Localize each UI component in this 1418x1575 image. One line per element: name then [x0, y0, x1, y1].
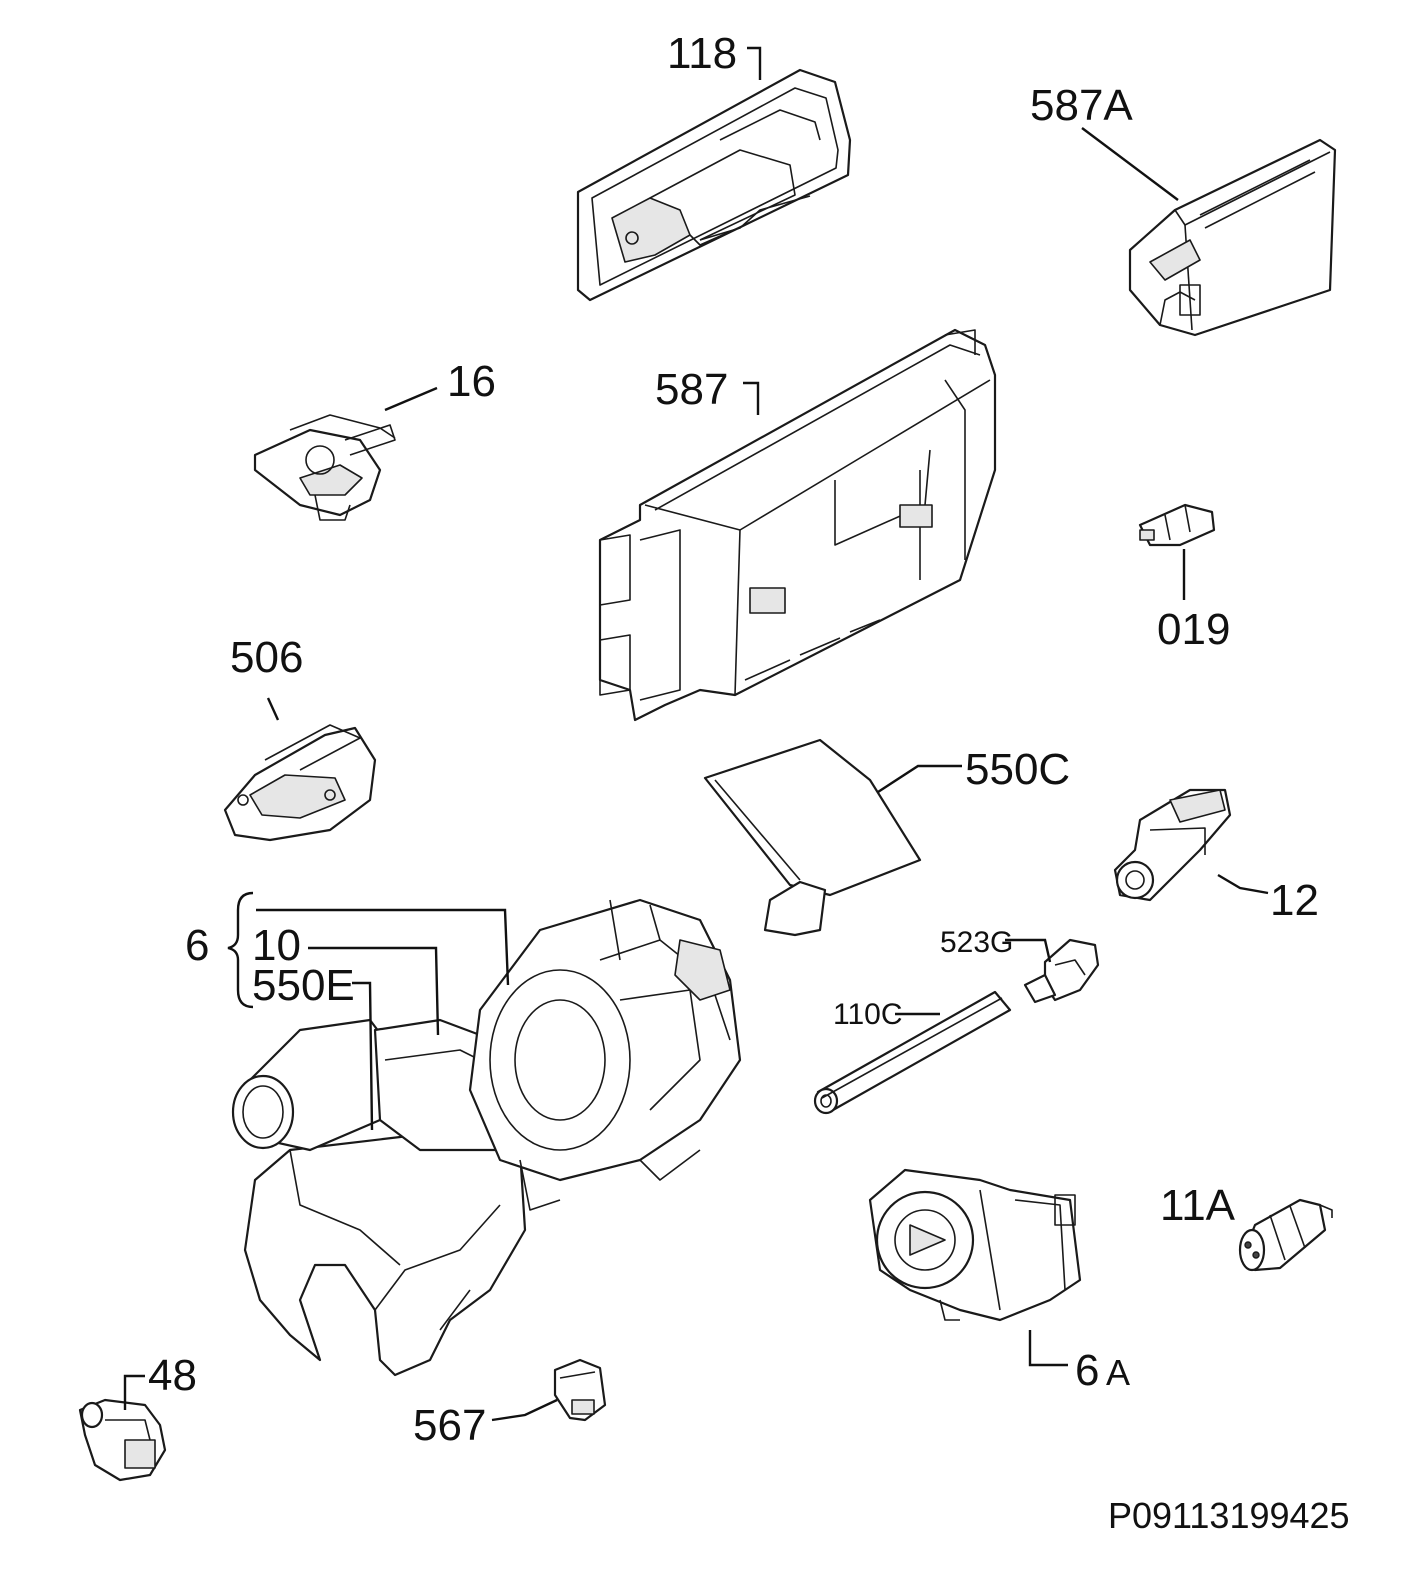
- label-48: 48: [148, 1351, 197, 1400]
- leader-6A: [1028, 1330, 1068, 1367]
- leader-523G: [1005, 938, 1052, 963]
- label-587A: 587A: [1030, 81, 1133, 130]
- leader-10: [308, 946, 440, 1036]
- part-587A: [1128, 138, 1337, 337]
- label-6A-num: 6: [1075, 1346, 1099, 1395]
- part-12: [1113, 788, 1232, 902]
- label-12: 12: [1270, 876, 1319, 925]
- leader-550C: [877, 764, 962, 794]
- label-10: 10: [252, 921, 301, 970]
- label-11A: 11A: [1160, 1181, 1236, 1230]
- part-019: [1138, 503, 1216, 547]
- label-587: 587: [655, 365, 728, 414]
- label-6: 6: [185, 921, 209, 970]
- part-48: [78, 1398, 167, 1482]
- bracket-6: [227, 891, 254, 1009]
- label-550E: 550E: [252, 961, 355, 1010]
- part-523G: [1023, 938, 1100, 1004]
- leader-48: [123, 1374, 145, 1410]
- part-587: [598, 328, 997, 722]
- label-118: 118: [667, 29, 737, 78]
- part-110C: [813, 990, 1012, 1115]
- label-523G: 523G: [940, 926, 1013, 959]
- part-16: [253, 414, 396, 521]
- part-6A: [868, 1168, 1082, 1322]
- leader-506: [266, 697, 280, 721]
- leader-567: [491, 1398, 558, 1422]
- leader-587: [743, 381, 760, 415]
- leader-6: [256, 908, 510, 986]
- leader-12: [1217, 873, 1269, 895]
- label-110C: 110C: [833, 998, 903, 1031]
- label-567: 567: [413, 1401, 486, 1450]
- leader-118: [747, 46, 762, 80]
- label-16: 16: [447, 357, 496, 406]
- label-019: 019: [1157, 605, 1230, 654]
- part-118: [576, 68, 852, 302]
- diagram-code: P09113199425: [1108, 1495, 1350, 1536]
- part-11A: [1238, 1198, 1333, 1272]
- label-550C: 550C: [965, 745, 1070, 794]
- part-506: [223, 724, 377, 842]
- leader-16: [384, 386, 438, 412]
- part-6-assembly: [231, 898, 742, 1377]
- label-506: 506: [230, 633, 303, 682]
- label-6A-letter: A: [1106, 1352, 1130, 1393]
- part-550C: [703, 738, 922, 937]
- leader-587A: [1081, 127, 1179, 201]
- part-567: [553, 1358, 607, 1422]
- leader-550E: [352, 981, 374, 1131]
